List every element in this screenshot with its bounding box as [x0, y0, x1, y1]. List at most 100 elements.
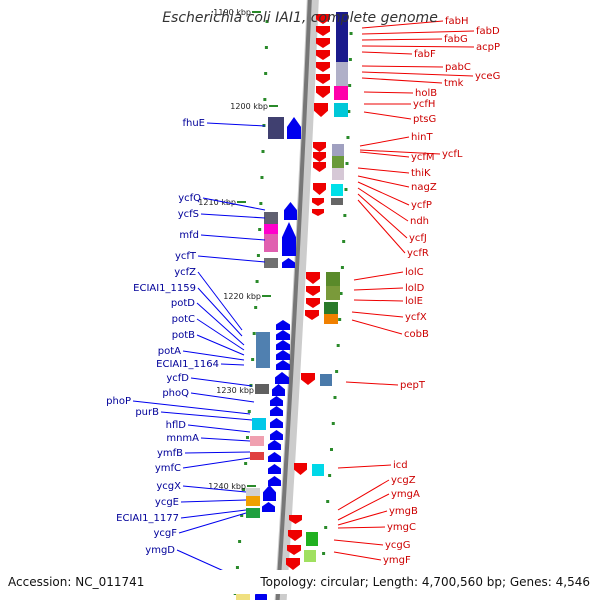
leader-line: [337, 479, 390, 511]
scale-dot: [261, 150, 265, 153]
reverse-gene-arrow: [294, 463, 307, 475]
gene-label-right: lolE: [405, 296, 423, 307]
gene-label-right: ptsG: [413, 114, 436, 125]
forward-gene-arrow: [284, 202, 297, 220]
gene-label-left: ycfD: [166, 373, 189, 384]
gene-box: [264, 234, 278, 252]
reverse-gene-arrow: [306, 298, 320, 308]
scale-dot: [254, 306, 258, 309]
scale-dot: [259, 202, 263, 205]
gene-label-left: ymfB: [157, 448, 183, 459]
scale-dot: [335, 370, 339, 373]
forward-gene-arrow: [270, 406, 283, 416]
gene-label-right: ymgA: [391, 489, 420, 500]
reverse-gene-arrow: [305, 310, 319, 320]
gene-box: [324, 302, 338, 314]
scale-dot: [251, 358, 255, 361]
reverse-gene-arrow: [301, 373, 315, 385]
leader-line: [357, 167, 410, 174]
gene-label-left: fhuE: [182, 118, 205, 129]
reverse-gene-arrow: [313, 162, 326, 172]
leader-line: [190, 377, 253, 387]
gene-label-right: ycfP: [411, 200, 432, 211]
gene-label-right: nagZ: [411, 182, 437, 193]
scale-dot: [242, 488, 246, 491]
reverse-gene-arrow: [316, 86, 330, 98]
scale-dot: [349, 32, 353, 35]
leader-line: [357, 175, 410, 188]
gene-box: [334, 103, 348, 117]
scale-dot: [258, 228, 262, 231]
gene-box: [312, 464, 324, 476]
leader-line: [357, 187, 409, 222]
scale-dot: [331, 422, 335, 425]
scale-dot: [345, 162, 349, 165]
leader-line: [361, 77, 443, 84]
scale-dot: [336, 344, 340, 347]
leader-line: [197, 287, 243, 337]
gene-label-right: hinT: [411, 132, 433, 143]
reverse-gene-arrow: [313, 183, 326, 195]
gene-label-right: ycfJ: [409, 233, 427, 244]
forward-gene-arrow: [276, 340, 290, 350]
scale-dot: [265, 20, 269, 23]
gene-box: [264, 212, 278, 224]
leader-line: [196, 334, 245, 356]
gene-box: [332, 168, 344, 180]
reverse-gene-arrow: [306, 272, 320, 284]
forward-gene-arrow: [275, 372, 289, 384]
leader-line: [361, 45, 475, 48]
scale-dots: [233, 20, 353, 595]
gene-label-right: ycfL: [442, 149, 463, 160]
gene-label-right: acpP: [476, 42, 500, 53]
forward-gene-arrow: [272, 384, 285, 396]
gene-box: [246, 508, 260, 518]
gene-label-right: tmk: [444, 78, 464, 89]
leader-line: [202, 197, 266, 211]
gene-box: [250, 452, 264, 460]
gene-label-right: fabH: [445, 16, 469, 27]
gene-label-right: ymgF: [383, 555, 411, 566]
gene-label-left: ECIAI1_1177: [116, 513, 179, 524]
leader-line: [180, 499, 247, 503]
tick-label: 1210 kbp: [198, 198, 236, 207]
scale-dot: [247, 410, 251, 413]
reverse-gene-arrow: [287, 545, 301, 555]
gene-label-left: ycgE: [155, 497, 179, 508]
leader-line: [361, 71, 474, 77]
leader-line: [182, 485, 247, 493]
leader-line: [337, 464, 392, 469]
scale-dot: [339, 292, 343, 295]
leader-line: [361, 65, 444, 68]
leader-line: [182, 457, 251, 469]
gene-label-left: mfd: [179, 230, 199, 241]
leader-line: [160, 411, 253, 421]
leader-line: [353, 299, 404, 302]
gene-box: [264, 224, 278, 234]
leader-line: [361, 51, 413, 55]
leader-line: [196, 302, 245, 346]
forward-gene-arrow: [268, 464, 281, 474]
gene-label-left: potD: [171, 298, 195, 309]
leader-line: [180, 509, 247, 519]
leader-line: [337, 510, 388, 526]
reverse-gene-arrow: [289, 515, 302, 524]
forward-gene-arrow: [263, 485, 276, 501]
leader-line: [206, 122, 266, 127]
gene-label-right: ymgB: [389, 506, 418, 517]
gene-label-left: potC: [172, 314, 195, 325]
leader-line: [197, 255, 266, 263]
gene-box: [326, 272, 340, 286]
scale-dot: [340, 266, 344, 269]
gene-features: [236, 12, 348, 600]
gene-label-right: ycgZ: [391, 475, 416, 486]
scale-dot: [347, 110, 351, 113]
leader-line: [196, 318, 245, 351]
gene-box: [304, 550, 316, 562]
scale-dot: [333, 396, 337, 399]
scale-dot: [264, 72, 268, 75]
gene-box: [334, 86, 348, 100]
gene-box: [246, 488, 260, 496]
scale-dot: [348, 58, 352, 61]
gene-label-left: ECIAI1_1159: [133, 283, 196, 294]
